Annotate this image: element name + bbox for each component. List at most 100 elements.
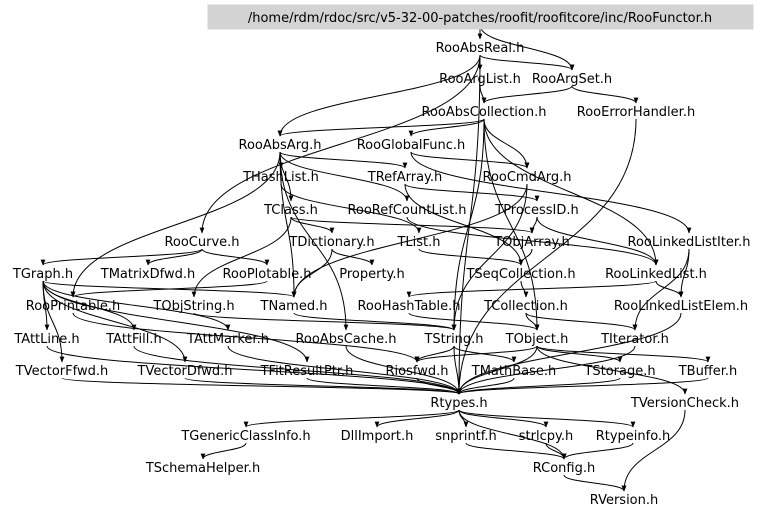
edge-79 xyxy=(306,377,462,395)
edge-62 xyxy=(525,312,638,331)
edge-49 xyxy=(42,280,231,331)
edge-93 xyxy=(561,442,634,460)
node-rooabsreal-h: RooAbsReal.h xyxy=(436,41,525,56)
header-nodes: /home/rdm/rdoc/src/v5-32-00-patches/roof… xyxy=(12,4,754,508)
node-tobjarray-h: TObjArray.h xyxy=(493,235,570,250)
edge-12 xyxy=(483,118,530,169)
edge-67 xyxy=(345,345,462,395)
edge-72 xyxy=(536,345,623,363)
edge-65 xyxy=(133,345,462,395)
node-rooarglist-h: RooArgList.h xyxy=(439,72,521,87)
edge-44 xyxy=(632,248,690,331)
edge-90 xyxy=(200,442,247,460)
edge-88 xyxy=(458,409,636,428)
edge-73 xyxy=(536,345,688,395)
node-roohashtable-h: RooHashTable.h xyxy=(357,299,460,314)
node-tvectorffwd-h: TVectorFfwd.h xyxy=(15,364,108,379)
edge-42 xyxy=(418,248,524,266)
edge-11 xyxy=(408,118,485,137)
node-roolinkedlistelem-h: RooLinkedListElem.h xyxy=(614,299,748,314)
node-rooplotable-h: RooPlotable.h xyxy=(222,267,311,282)
node-rooabsarg-h: RooAbsArg.h xyxy=(239,138,322,153)
node-tnamed-h: TNamed.h xyxy=(260,299,328,314)
edge-16 xyxy=(456,118,637,395)
edge-38 xyxy=(201,248,270,266)
edge-7 xyxy=(479,85,487,104)
edge-30 xyxy=(451,183,528,331)
node-rooprintable-h: RooPrintable.h xyxy=(26,299,120,314)
edge-91 xyxy=(465,442,567,460)
edge-50 xyxy=(42,280,65,363)
node-thashlist-h: THashList.h xyxy=(242,170,319,185)
edge-3 xyxy=(479,54,575,71)
edge-53 xyxy=(70,280,268,298)
edge-36 xyxy=(536,216,659,266)
node-tattline-h: TAttLine.h xyxy=(13,332,79,347)
root-node-label: /home/rdm/rdoc/src/v5-32-00-patches/roof… xyxy=(248,11,712,26)
node-trefarray-h: TRefArray.h xyxy=(367,170,443,185)
node-tattmarker-h: TAttMarker.h xyxy=(186,332,269,347)
edge-52 xyxy=(42,280,310,363)
edge-87 xyxy=(458,409,549,428)
node-rooglobalfunc-h: RooGlobalFunc.h xyxy=(357,138,466,153)
edge-22 xyxy=(279,151,349,331)
edge-82 xyxy=(456,377,621,395)
node-rooargset-h: RooArgSet.h xyxy=(532,72,612,87)
edge-9 xyxy=(571,85,639,104)
node-tcollection-h: TCollection.h xyxy=(483,299,568,314)
edge-31 xyxy=(290,216,335,234)
node-tmathbase-h: TMathBase.h xyxy=(471,364,557,379)
dependency-edges xyxy=(40,24,711,492)
node-roorefcountlist-h: RooRefCountList.h xyxy=(347,203,466,218)
edge-57 xyxy=(72,312,420,363)
node-roocmdarg-h: RooCmdArg.h xyxy=(483,170,572,185)
edge-75 xyxy=(414,345,538,363)
node-riosfwd-h: Riosfwd.h xyxy=(386,364,449,379)
edge-83 xyxy=(456,377,709,395)
node-titerator-h: TIterator.h xyxy=(600,332,669,347)
node-tseqcollection-h: TSeqCollection.h xyxy=(465,267,575,282)
edge-95 xyxy=(563,474,627,492)
node-rtypes-h: Rtypes.h xyxy=(430,396,487,411)
edge-78 xyxy=(184,377,462,395)
edge-66 xyxy=(227,345,462,395)
edge-51 xyxy=(42,280,188,363)
node-strlcpy-h: strlcpy.h xyxy=(519,429,573,444)
node-tversioncheck-h: TVersionCheck.h xyxy=(630,396,739,411)
edge-19 xyxy=(279,151,410,202)
node-tobjstring-h: TObjString.h xyxy=(152,299,234,314)
node-tstring-h: TString.h xyxy=(423,332,483,347)
edge-34 xyxy=(406,216,659,266)
edge-24 xyxy=(410,151,530,169)
edge-23 xyxy=(279,151,294,202)
node-tgraph-h: TGraph.h xyxy=(12,267,73,282)
edge-76 xyxy=(456,345,636,395)
node-rconfig-h: RConfig.h xyxy=(533,461,595,476)
edge-89 xyxy=(458,409,567,460)
edge-41 xyxy=(291,248,333,298)
edge-55 xyxy=(406,280,657,298)
edge-60 xyxy=(408,312,540,331)
edge-4 xyxy=(277,54,481,137)
edge-43 xyxy=(518,248,533,266)
edge-40 xyxy=(331,248,375,266)
node-tschemahelper-h: TSchemaHelper.h xyxy=(145,461,260,476)
node-tobject-h: TObject.h xyxy=(505,332,569,347)
edge-18 xyxy=(279,151,408,169)
node-rooabscollection-h: RooAbsCollection.h xyxy=(422,105,547,120)
edge-94 xyxy=(621,409,686,492)
edge-33 xyxy=(191,216,292,298)
node-roolinkedlistiter-h: RooLinkedListIter.h xyxy=(628,235,751,250)
edge-10 xyxy=(277,118,485,137)
edge-37 xyxy=(40,248,203,266)
edge-1 xyxy=(479,24,575,71)
edge-39 xyxy=(145,248,203,266)
edge-14 xyxy=(483,118,540,331)
edge-25 xyxy=(410,151,692,234)
edge-56 xyxy=(655,280,684,298)
edge-64 xyxy=(46,345,462,395)
edge-58 xyxy=(193,312,457,331)
edge-32 xyxy=(290,216,535,234)
node-rooerrorhandler-h: RooErrorHandler.h xyxy=(577,105,695,120)
